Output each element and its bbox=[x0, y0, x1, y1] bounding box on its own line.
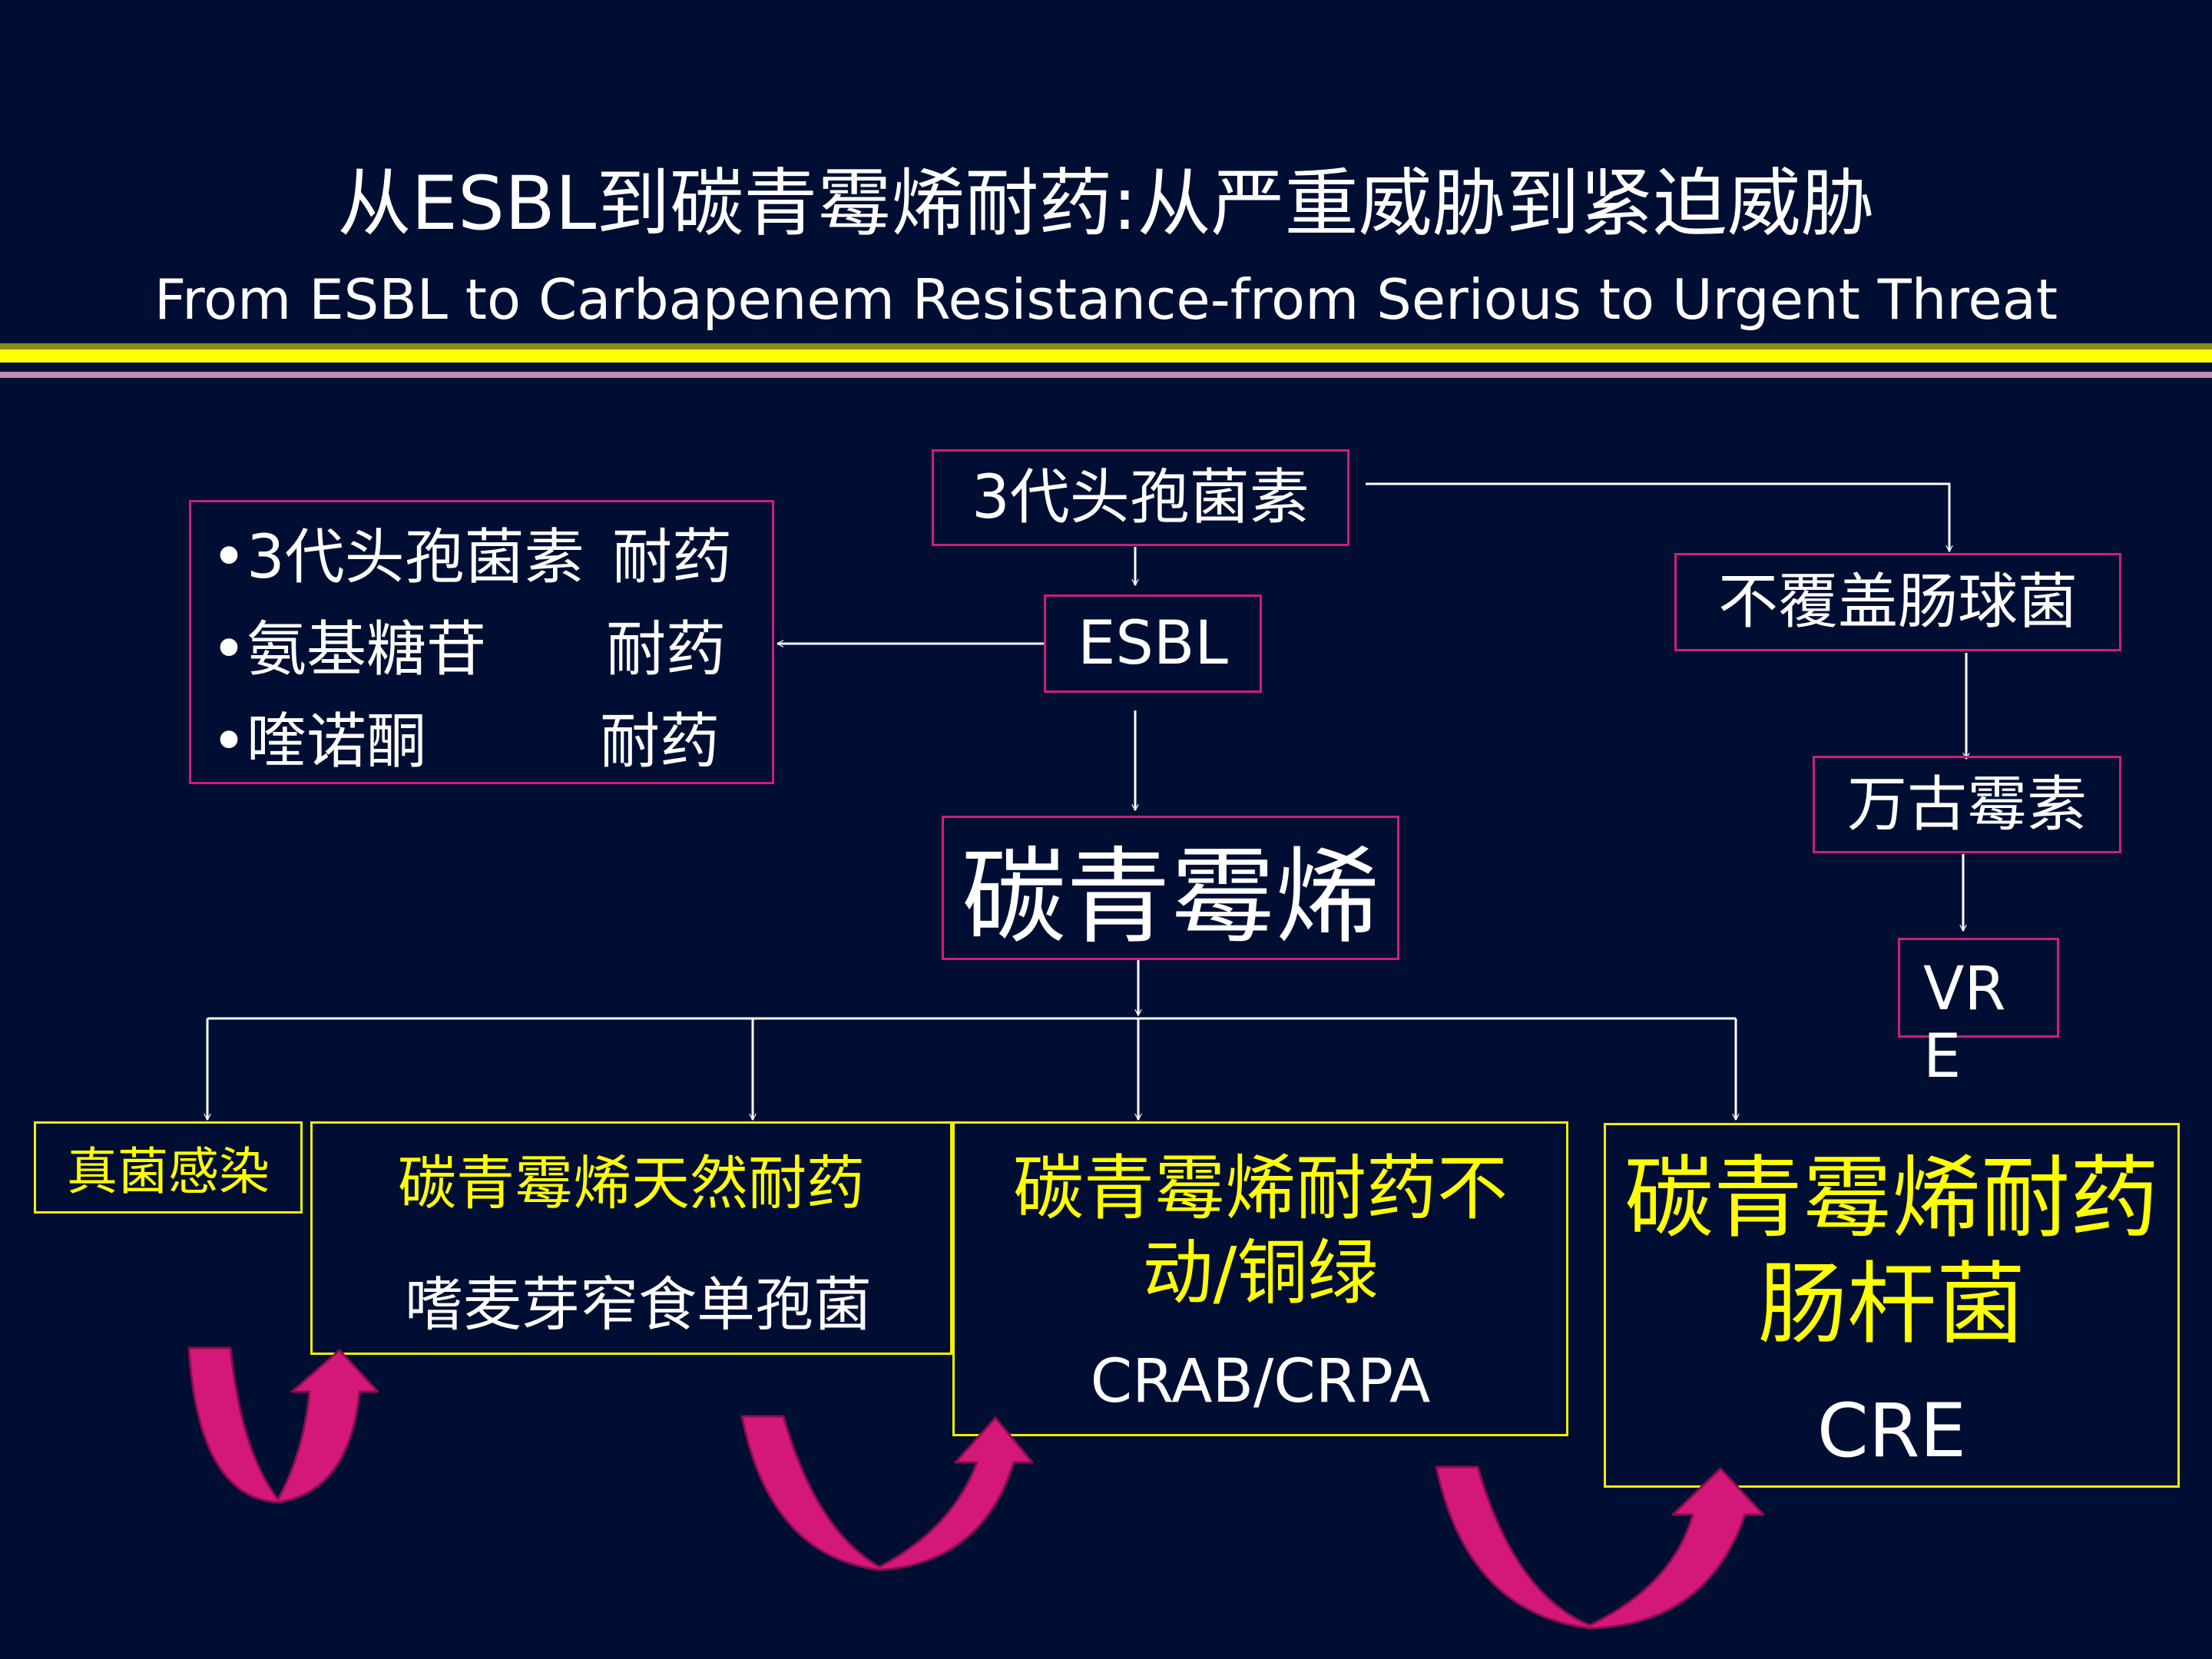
node-cr-nonfermenter: 碳青霉烯耐药不 动/铜绿 CRAB/CRPA bbox=[952, 1121, 1568, 1436]
node-no-enterococcus-coverage: 不覆盖肠球菌 bbox=[1674, 553, 2121, 651]
node-fungal-infection: 真菌感染 bbox=[34, 1121, 303, 1214]
resistance-list-box: •3代头孢菌素 耐药 •氨基糖苷 耐药 •喹诺酮 耐药 bbox=[189, 500, 774, 784]
node-vre-line2: E bbox=[1923, 1022, 1962, 1091]
curved-escalation-arrow-3 bbox=[1435, 1465, 1765, 1630]
page-subtitle: From ESBL to Carbapenem Resistance-from … bbox=[154, 267, 2058, 332]
resistance-row-3-drug: •喹诺酮 bbox=[211, 707, 427, 777]
arrow-ceph-to-enterococcus bbox=[1366, 482, 1949, 551]
resistance-row-2-drug: •氨基糖苷 bbox=[211, 615, 487, 684]
node-cre: 碳青霉烯耐药 肠杆菌 CRE bbox=[1604, 1123, 2180, 1488]
node-natural-resistance: 碳青霉烯天然耐药 嗜麦芽窄食单孢菌 bbox=[310, 1121, 952, 1355]
page-title: 从ESBL到碳青霉烯耐药:从严重威胁到紧迫威胁 bbox=[337, 161, 1875, 247]
node-3rd-gen-cephalosporin: 3代头孢菌素 bbox=[932, 449, 1349, 546]
title-rule-olive bbox=[0, 343, 2212, 349]
node-vre: VR E bbox=[1898, 938, 2059, 1091]
node-esbl: ESBL bbox=[1044, 594, 1262, 693]
resistance-row-1-drug: •3代头孢菌素 bbox=[211, 523, 584, 592]
cre-line1: 碳青霉烯耐药 bbox=[1624, 1147, 2159, 1250]
curved-escalation-arrow-2 bbox=[740, 1415, 1034, 1571]
curved-escalation-arrow-1 bbox=[187, 1346, 379, 1504]
natural-resistance-title: 碳青霉烯天然耐药 bbox=[398, 1149, 865, 1217]
cre-line2: 肠杆菌 bbox=[1758, 1253, 2025, 1356]
node-vancomycin: 万古霉素 bbox=[1813, 756, 2121, 853]
cre-abbr: CRE bbox=[1816, 1388, 1967, 1474]
cr-nonfermenter-line2: 动/铜绿 bbox=[1142, 1232, 1379, 1314]
cr-nonfermenter-line1: 碳青霉烯耐药不 bbox=[1012, 1147, 1508, 1230]
resistance-row-3-status: 耐药 bbox=[600, 707, 720, 777]
cr-nonfermenter-abbr: CRAB/CRPA bbox=[1090, 1347, 1431, 1416]
resistance-row-1-status: 耐药 bbox=[612, 523, 733, 592]
title-rule-yellow bbox=[0, 349, 2212, 363]
node-vre-line1: VR bbox=[1923, 955, 2006, 1024]
title-rule-pink bbox=[0, 372, 2212, 378]
natural-resistance-organism: 嗜麦芽窄食单孢菌 bbox=[405, 1270, 872, 1339]
node-carbapenem: 碳青霉烯 bbox=[942, 816, 1399, 960]
resistance-row-2-status: 耐药 bbox=[606, 615, 727, 684]
